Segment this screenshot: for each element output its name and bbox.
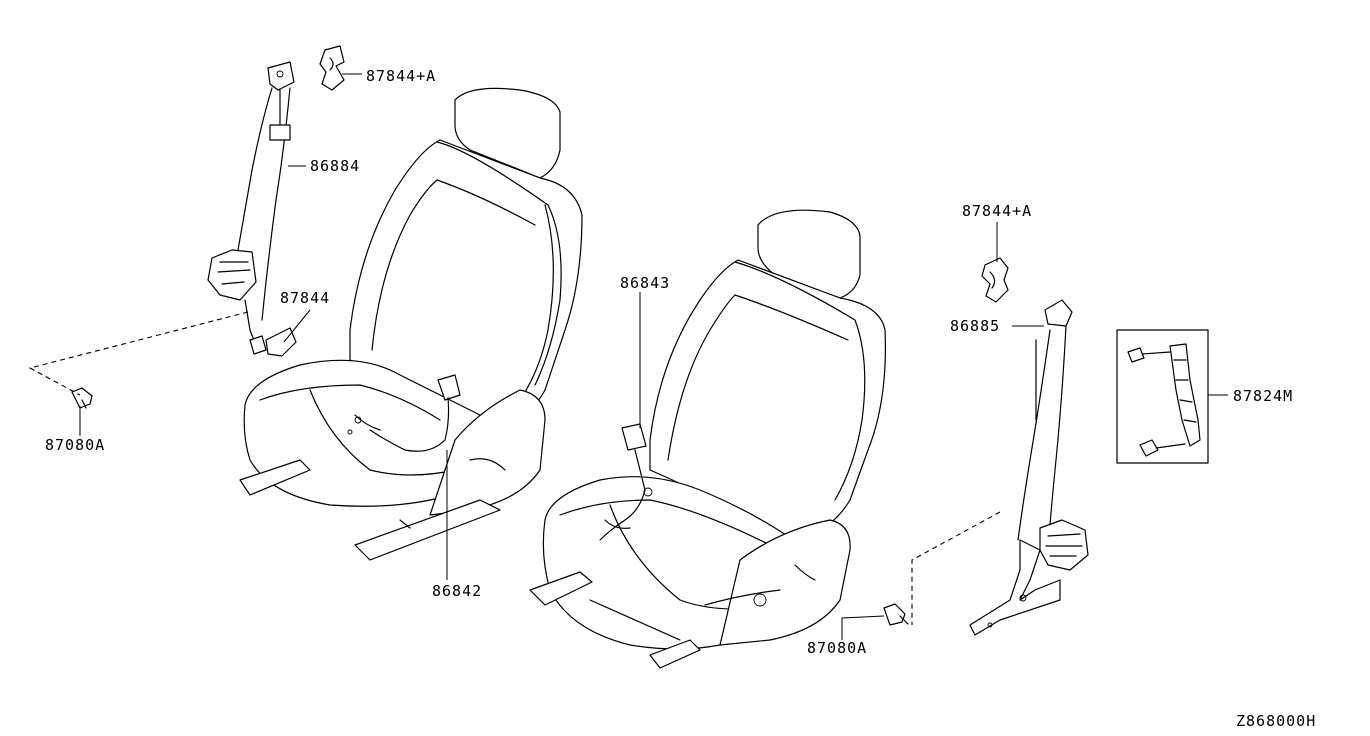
label-87844a-right: 87844+A bbox=[962, 202, 1032, 220]
label-87824m: 87824M bbox=[1233, 387, 1293, 405]
label-87080a-right: 87080A bbox=[807, 639, 867, 657]
left-front-seat bbox=[239, 87, 583, 561]
label-86842: 86842 bbox=[432, 582, 482, 600]
label-86884: 86884 bbox=[310, 157, 360, 175]
dashed-guides bbox=[28, 311, 1001, 625]
clip-87844a-right bbox=[981, 257, 1009, 303]
clip-87844a-left bbox=[319, 45, 345, 91]
diagram-reference-code: Z868000H bbox=[1236, 712, 1316, 730]
inset-box-87824m bbox=[1116, 329, 1209, 464]
label-87844: 87844 bbox=[280, 289, 330, 307]
bolt-87080a-left bbox=[71, 387, 93, 409]
label-86885: 86885 bbox=[950, 317, 1000, 335]
label-86843: 86843 bbox=[620, 274, 670, 292]
right-front-seat bbox=[529, 209, 886, 669]
label-87080a-left: 87080A bbox=[45, 436, 105, 454]
cover-87844 bbox=[265, 327, 297, 357]
bolt-87080a-right bbox=[883, 603, 909, 626]
leader-lines bbox=[79, 73, 1228, 640]
label-87844a-top: 87844+A bbox=[366, 67, 436, 85]
right-seat-belt-86885 bbox=[969, 299, 1089, 636]
left-seat-belt-86884 bbox=[207, 61, 295, 355]
